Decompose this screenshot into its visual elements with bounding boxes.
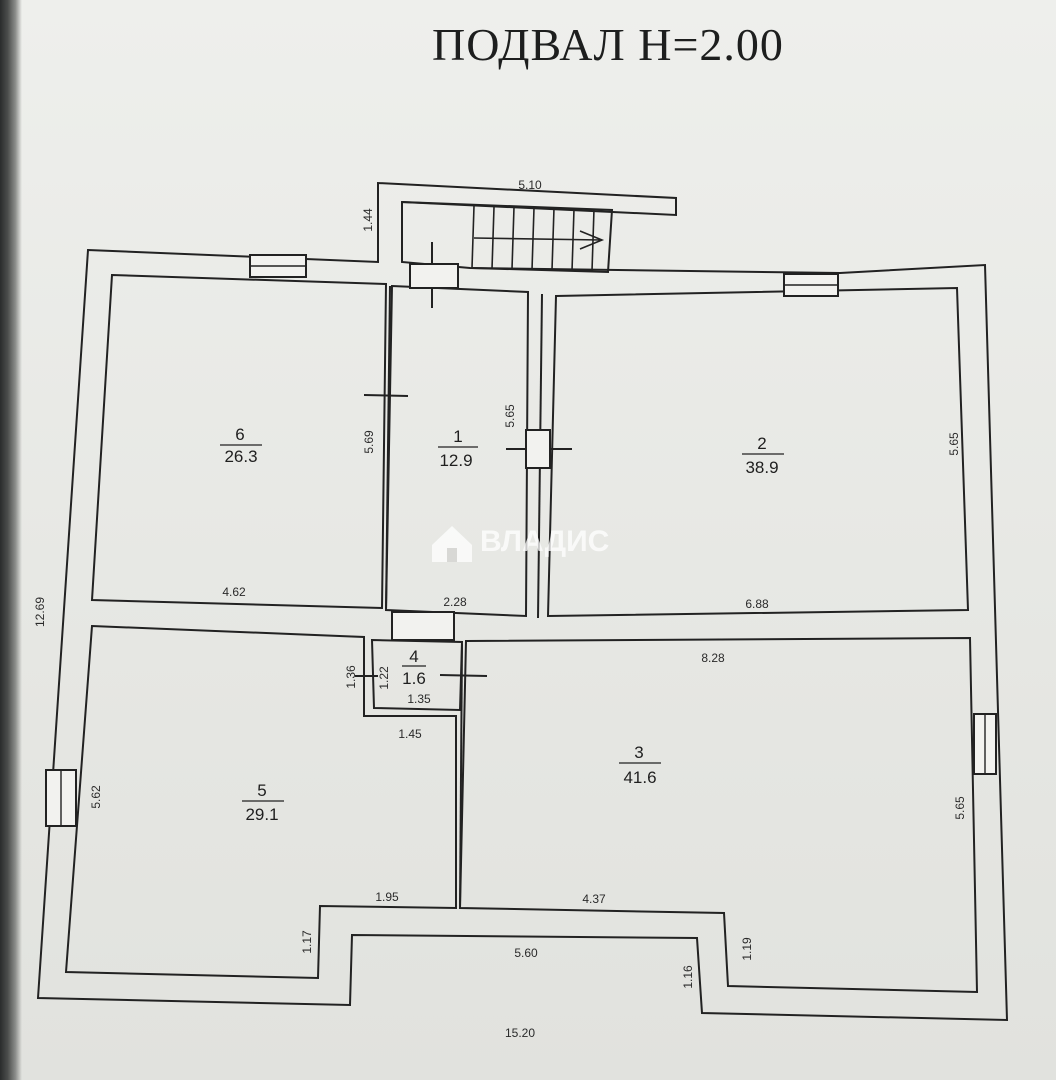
dim-notch-width: 5.60 bbox=[514, 946, 538, 960]
room-2-number: 2 bbox=[757, 434, 766, 453]
room-6-number: 6 bbox=[235, 425, 244, 444]
dim-total-depth: 12.69 bbox=[33, 597, 47, 627]
house-icon-door bbox=[447, 548, 457, 562]
dim-total-width: 15.20 bbox=[505, 1026, 535, 1040]
stair-arrow-head bbox=[579, 230, 605, 250]
room-2-area: 38.9 bbox=[745, 458, 778, 477]
door-room-6-1 bbox=[363, 394, 409, 397]
stair-step-1 bbox=[471, 205, 475, 269]
room-3-number: 3 bbox=[634, 743, 643, 762]
dim-room4-inner: 1.22 bbox=[377, 666, 391, 690]
dim-room4-outer: 1.36 bbox=[344, 665, 358, 689]
window-stair bbox=[409, 263, 459, 289]
room-4-area: 1.6 bbox=[402, 669, 426, 688]
room-3-area: 41.6 bbox=[623, 768, 656, 787]
room-6-area: 26.3 bbox=[224, 447, 257, 466]
dim-stair-width: 5.10 bbox=[518, 178, 542, 192]
partition-6-1-inner bbox=[385, 285, 391, 611]
dim-room2-width: 6.88 bbox=[745, 597, 769, 611]
dim-room1-height: 5.65 bbox=[503, 404, 517, 428]
watermark: ВЛАДИС bbox=[432, 525, 609, 562]
stair-arrow-line bbox=[473, 237, 603, 241]
dim-room5-top: 1.45 bbox=[398, 727, 422, 741]
room-5-outline bbox=[64, 624, 457, 980]
room-4-outline bbox=[370, 638, 464, 712]
plan-title: ПОДВАЛ Н=2.00 bbox=[432, 19, 784, 70]
dim-room3-bottom: 4.37 bbox=[582, 892, 606, 906]
dim-room4-width: 1.35 bbox=[407, 692, 431, 706]
room-1-area: 12.9 bbox=[439, 451, 472, 470]
dim-notch-step: 1.16 bbox=[681, 965, 695, 989]
dim-room3-height: 5.65 bbox=[953, 796, 967, 820]
room-3-outline bbox=[458, 636, 979, 994]
dim-room5-step: 1.17 bbox=[300, 930, 314, 954]
dim-room3-step: 1.19 bbox=[740, 937, 754, 961]
dim-room2-height: 5.65 bbox=[947, 432, 961, 456]
room-1-number: 1 bbox=[453, 427, 462, 446]
dim-room1-width: 2.28 bbox=[443, 595, 467, 609]
dim-room6-width: 4.62 bbox=[222, 585, 246, 599]
partition-3-5-inner bbox=[459, 643, 463, 909]
outer-wall-outline bbox=[36, 181, 1009, 1022]
room-6-outline bbox=[90, 273, 388, 610]
house-icon bbox=[432, 526, 472, 562]
page-binding-edge bbox=[0, 0, 22, 1080]
watermark-text: ВЛАДИС bbox=[480, 525, 609, 558]
stair-inner-wall bbox=[401, 201, 614, 274]
dim-room6-height: 5.69 bbox=[362, 430, 376, 454]
dim-room5-height: 5.62 bbox=[89, 785, 103, 809]
opening-room-1-2 bbox=[525, 429, 551, 469]
room-5-area: 29.1 bbox=[245, 805, 278, 824]
room-4-number: 4 bbox=[409, 647, 418, 666]
dim-room5-bottom: 1.95 bbox=[375, 890, 399, 904]
dim-stair-depth: 1.44 bbox=[361, 208, 375, 232]
dim-room3-width: 8.28 bbox=[701, 651, 725, 665]
door-room-4 bbox=[439, 674, 488, 677]
opening-room-1-4 bbox=[391, 611, 455, 641]
room-5-number: 5 bbox=[257, 781, 266, 800]
